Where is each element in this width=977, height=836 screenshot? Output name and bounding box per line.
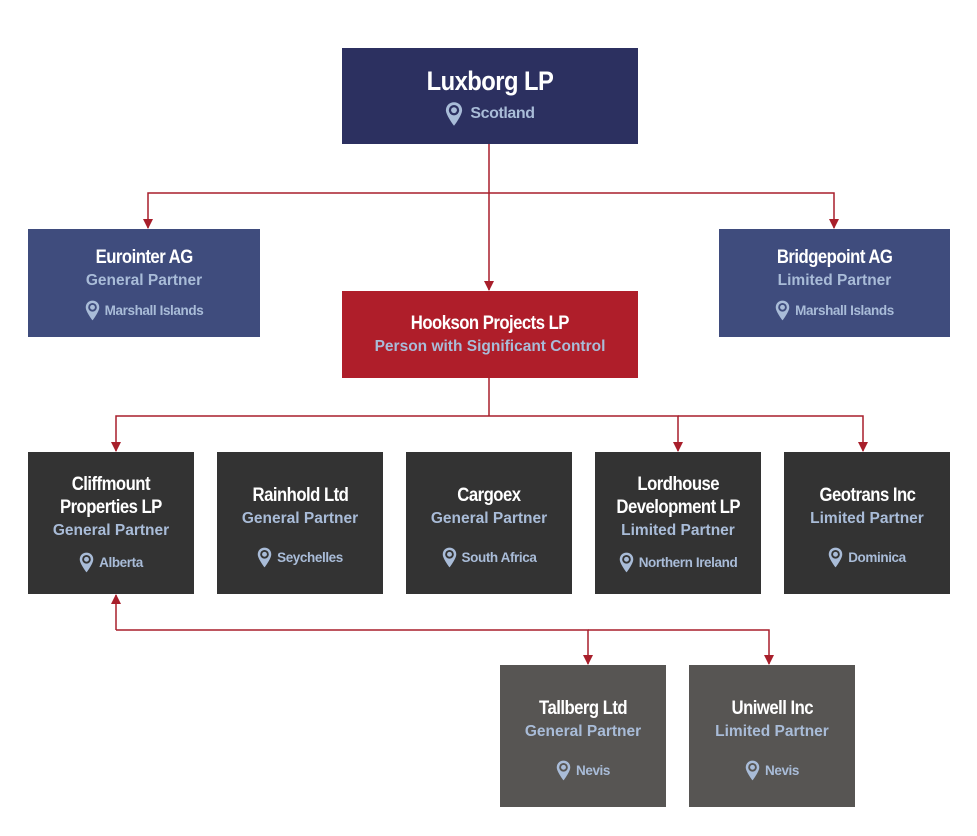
entity-name: Hookson Projects LP: [410, 313, 570, 334]
map-pin-icon: [556, 760, 571, 781]
entity-node-hookson[interactable]: Hookson Projects LP Person with Signific…: [342, 291, 638, 378]
location-label: Marshall Islands: [104, 302, 204, 318]
entity-name: Luxborg LP: [426, 66, 554, 96]
location-label: Dominica: [848, 550, 906, 565]
entity-role: Person with Significant Control: [374, 338, 606, 355]
entity-location: Alberta: [79, 552, 143, 573]
map-pin-icon: [79, 552, 94, 573]
entity-role: Limited Partner: [777, 271, 892, 289]
edge-cliffmount-uniwell: [588, 629, 774, 665]
map-pin-icon: [775, 300, 790, 321]
entity-role: Limited Partner: [621, 522, 735, 539]
edge-hookson-cliffmount: [111, 415, 489, 452]
edge-hookson-lordhouse: [489, 415, 683, 452]
entity-node-cliffmount[interactable]: Cliffmount Properties LP General Partner…: [28, 452, 194, 594]
entity-location: Marshall Islands: [775, 300, 894, 321]
entity-name: Cargoex: [457, 485, 521, 506]
entity-name: Geotrans Inc: [819, 485, 915, 506]
entity-name: Bridgepoint AG: [776, 246, 893, 268]
location-label: Northern Ireland: [638, 555, 738, 570]
entity-location: Nevis: [745, 760, 799, 781]
edge-hookson-geotrans: [678, 415, 868, 452]
entity-location: Northern Ireland: [619, 552, 738, 573]
entity-role: General Partner: [524, 723, 642, 740]
entity-node-tallberg[interactable]: Tallberg Ltd General Partner Nevis: [500, 665, 666, 807]
entity-node-geotrans[interactable]: Geotrans Inc Limited Partner Dominica: [784, 452, 950, 594]
edge-luxborg-bridgepoint: [489, 192, 839, 229]
entity-location: Seychelles: [257, 547, 343, 568]
entity-name: Rainhold Ltd: [252, 485, 348, 506]
map-pin-icon: [828, 547, 843, 568]
map-pin-icon: [85, 300, 100, 321]
location-label: Alberta: [99, 555, 143, 570]
location-label: Seychelles: [277, 550, 343, 565]
map-pin-icon: [442, 547, 457, 568]
entity-location: Dominica: [828, 547, 906, 568]
location-label: Nevis: [764, 763, 800, 778]
entity-location: Nevis: [556, 760, 610, 781]
edge-luxborg-eurointer: [143, 192, 489, 229]
entity-name: Eurointer AG: [95, 246, 193, 268]
location-label: Scotland: [470, 105, 535, 122]
entity-name: Tallberg Ltd: [538, 698, 628, 719]
entity-node-luxborg[interactable]: Luxborg LP Scotland: [342, 48, 638, 144]
entity-node-eurointer[interactable]: Eurointer AG General Partner Marshall Is…: [28, 229, 260, 337]
location-label: Marshall Islands: [795, 302, 894, 318]
map-pin-icon: [257, 547, 272, 568]
entity-location: Scotland: [445, 101, 535, 127]
map-pin-icon: [619, 552, 634, 573]
edge-cliffmount-tallberg: [116, 629, 593, 665]
entity-name: Cliffmount Properties LP: [60, 474, 162, 518]
entity-role: General Partner: [241, 510, 359, 527]
entity-role: General Partner: [85, 271, 203, 289]
location-label: South Africa: [461, 550, 537, 565]
location-label: Nevis: [575, 763, 611, 778]
entity-node-lordhouse[interactable]: Lordhouse Development LP Limited Partner…: [595, 452, 761, 594]
entity-node-bridgepoint[interactable]: Bridgepoint AG Limited Partner Marshall …: [719, 229, 950, 337]
entity-role: General Partner: [430, 510, 548, 527]
entity-name: Lordhouse Development LP: [616, 474, 740, 518]
entity-role: General Partner: [52, 522, 170, 539]
entity-role: Limited Partner: [715, 723, 829, 740]
map-pin-icon: [445, 101, 463, 127]
entity-node-rainhold[interactable]: Rainhold Ltd General Partner Seychelles: [217, 452, 383, 594]
map-pin-icon: [745, 760, 760, 781]
entity-location: South Africa: [442, 547, 537, 568]
entity-location: Marshall Islands: [85, 300, 204, 321]
entity-name: Uniwell Inc: [731, 698, 813, 719]
entity-node-cargoex[interactable]: Cargoex General Partner South Africa: [406, 452, 572, 594]
entity-role: Limited Partner: [810, 510, 924, 527]
entity-node-uniwell[interactable]: Uniwell Inc Limited Partner Nevis: [689, 665, 855, 807]
